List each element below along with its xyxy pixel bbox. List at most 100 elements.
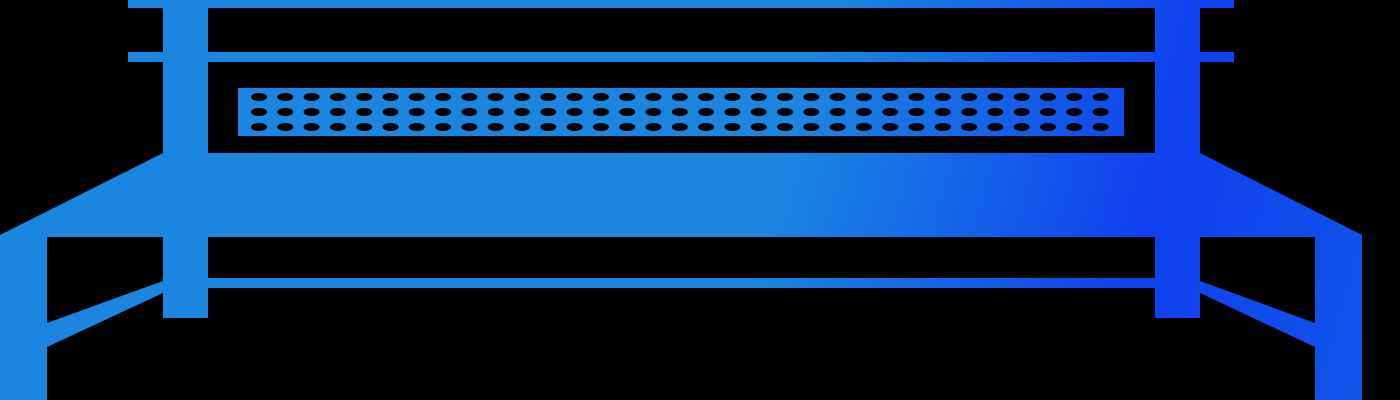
perforation-hole (619, 123, 636, 131)
perforation-hole (1092, 123, 1109, 131)
perforation-hole (461, 123, 478, 131)
perforation-hole (251, 108, 267, 116)
perforation-hole (1040, 108, 1056, 116)
perforation-holes (251, 93, 1109, 131)
perforation-hole (1092, 93, 1109, 101)
right-brace (1200, 281, 1315, 347)
perforation-hole (724, 93, 741, 101)
perforation-hole (514, 108, 530, 116)
perforation-hole (934, 123, 951, 131)
perforation-hole (1040, 93, 1056, 101)
perforation-hole (671, 123, 688, 131)
perforation-hole (540, 108, 557, 116)
perforation-hole (698, 108, 715, 116)
perforation-hole (251, 123, 267, 131)
perforation-hole (934, 93, 951, 101)
perforation-hole (487, 123, 504, 131)
perforation-hole (698, 123, 715, 131)
perforation-hole (329, 108, 346, 116)
perforation-hole (777, 123, 793, 131)
perforation-hole (882, 93, 899, 101)
perforation-hole (277, 93, 294, 101)
perforation-hole (882, 108, 899, 116)
perforation-hole (303, 93, 320, 101)
perforation-hole (592, 93, 609, 101)
perforation-hole (645, 108, 662, 116)
perforation-hole (435, 93, 452, 101)
perforation-hole (671, 108, 688, 116)
perforation-hole (514, 93, 530, 101)
perforation-hole (461, 93, 478, 101)
left-brace (47, 281, 163, 347)
perforation-hole (855, 123, 872, 131)
perforation-hole (750, 123, 767, 131)
perforation-hole (566, 123, 583, 131)
perforation-hole (356, 123, 373, 131)
perforation-hole (566, 108, 583, 116)
perforation-hole (1092, 108, 1109, 116)
perforation-hole (487, 93, 504, 101)
perforation-hole (882, 123, 899, 131)
perforation-hole (277, 108, 294, 116)
perforation-hole (382, 93, 399, 101)
perforation-hole (750, 93, 767, 101)
perforation-hole (1040, 123, 1056, 131)
perforation-hole (803, 108, 820, 116)
perforation-hole (435, 108, 452, 116)
perforation-hole (908, 123, 925, 131)
perforation-hole (698, 93, 715, 101)
perforation-hole (592, 108, 609, 116)
perforation-hole (645, 123, 662, 131)
perforation-hole (356, 108, 373, 116)
perforation-hole (382, 108, 399, 116)
right-front-leg (1315, 235, 1362, 400)
perforation-hole (540, 123, 557, 131)
perforation-hole (487, 108, 504, 116)
perforation-hole (961, 108, 978, 116)
perforation-hole (750, 108, 767, 116)
perforation-hole (645, 93, 662, 101)
middle-rail (128, 52, 1234, 62)
perforation-hole (251, 93, 267, 101)
perforation-hole (619, 108, 636, 116)
perforation-hole (1066, 93, 1083, 101)
perforation-hole (961, 93, 978, 101)
perforation-hole (382, 123, 399, 131)
perforation-hole (987, 108, 1004, 116)
perforation-hole (777, 108, 793, 116)
perforation-hole (1066, 123, 1083, 131)
perforation-hole (724, 123, 741, 131)
perforation-hole (277, 123, 294, 131)
perforation-hole (356, 93, 373, 101)
perforation-hole (435, 123, 452, 131)
perforation-hole (829, 93, 846, 101)
perforation-hole (724, 108, 741, 116)
perforation-hole (961, 123, 978, 131)
perforation-hole (566, 93, 583, 101)
perforation-hole (803, 123, 820, 131)
perforation-hole (329, 93, 346, 101)
perforation-hole (803, 93, 820, 101)
perforation-hole (329, 123, 346, 131)
perforation-hole (514, 123, 530, 131)
perforation-hole (408, 93, 425, 101)
perforation-hole (408, 123, 425, 131)
seat (0, 153, 1362, 237)
perforation-hole (671, 93, 688, 101)
left-front-leg (0, 235, 47, 400)
perforation-hole (1013, 123, 1030, 131)
perforation-hole (303, 123, 320, 131)
perforation-hole (987, 93, 1004, 101)
perforation-hole (592, 123, 609, 131)
perforation-hole (408, 108, 425, 116)
perforation-hole (855, 93, 872, 101)
perforation-hole (540, 93, 557, 101)
perforation-hole (303, 108, 320, 116)
perforation-hole (908, 93, 925, 101)
perforation-hole (619, 93, 636, 101)
perforation-hole (1066, 108, 1083, 116)
perforation-hole (1013, 93, 1030, 101)
perforation-hole (1013, 108, 1030, 116)
perforation-hole (987, 123, 1004, 131)
